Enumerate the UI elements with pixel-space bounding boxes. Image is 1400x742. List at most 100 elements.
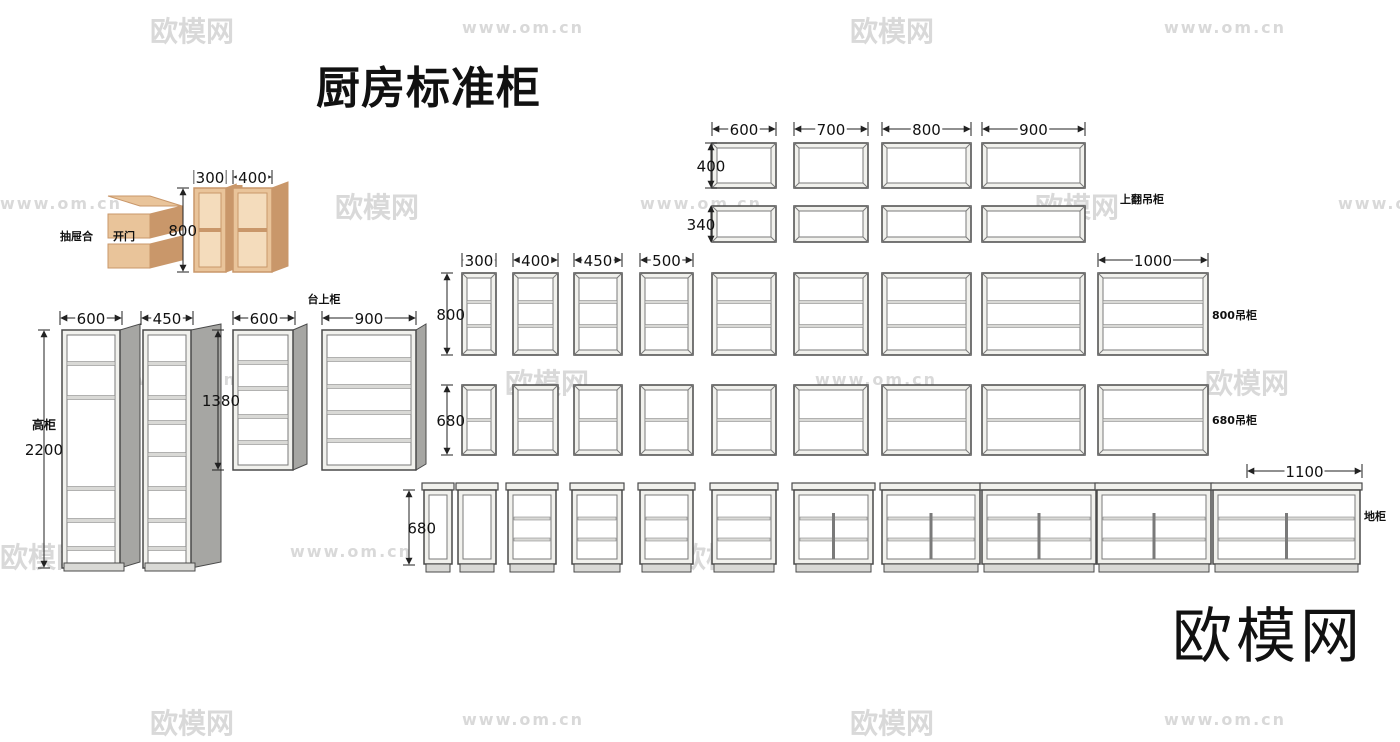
drawer-front [107, 213, 151, 239]
dimension-label: 1380 [202, 392, 240, 410]
cabinet-bevel [793, 384, 800, 391]
toe-kick [1098, 563, 1210, 573]
cabinet-shelf [513, 537, 551, 542]
cabinet-shelf [717, 516, 771, 521]
cabinet-bevel [881, 272, 888, 279]
cabinet-bevel [881, 182, 888, 189]
cabinet-shelf [237, 360, 289, 365]
cabinet-bevel [981, 384, 988, 391]
cabinet-shelf [466, 300, 492, 304]
cabinet-bevel [981, 182, 988, 189]
toe-kick [425, 563, 451, 573]
dimension-label: 500 [652, 252, 681, 270]
toe-kick [459, 563, 495, 573]
cabinet-shelf [577, 516, 617, 521]
cabinet-shelf [1039, 537, 1091, 542]
cabinet-bevel [981, 236, 988, 243]
cabinet-bevel [862, 384, 869, 391]
cabinet-bevel [461, 449, 468, 456]
cabinet-bevel [793, 142, 800, 149]
wood-shelf [199, 228, 221, 232]
cabinet-bevel [770, 142, 777, 149]
cabinet-bevel [965, 272, 972, 279]
toe-kick [573, 563, 621, 573]
cabinet-shelf [326, 384, 412, 389]
cabinet-bevel [1079, 142, 1086, 149]
dimension-label: 1000 [1134, 252, 1172, 270]
cabinet-bevel [1097, 349, 1104, 356]
cabinet-bevel [512, 384, 519, 391]
dimension-label-bg [519, 251, 552, 268]
counter-top-slab [421, 482, 455, 491]
cabinet-shelf [887, 516, 931, 521]
counter-top-slab [505, 482, 559, 491]
cabinet-shelf [326, 357, 412, 362]
cabinet-bevel [862, 142, 869, 149]
tall-cabinet-label: 高柜 [32, 417, 56, 432]
cabinet-bevel [881, 449, 888, 456]
cabinet-bevel [965, 142, 972, 149]
cabinet-shelf [645, 516, 688, 521]
drawer-front [107, 243, 151, 269]
cabinet-bevel [573, 272, 580, 279]
counter-top-slab [709, 482, 779, 491]
cabinet-shelf [931, 516, 975, 521]
cabinet-bevel [552, 272, 559, 279]
cabinet-shelf [237, 414, 289, 419]
dimension-label: 700 [817, 121, 846, 139]
cabinet-bevel [639, 349, 646, 356]
cabinet-shelf [799, 537, 833, 542]
cabinet-bevel [573, 449, 580, 456]
cabinet-shelf [645, 537, 688, 542]
cabinet-inner-panel [466, 277, 492, 351]
cabinet-bevel [711, 449, 718, 456]
cabinet-shelf [931, 537, 975, 542]
cabinet-shelf [147, 420, 187, 425]
cabinet-shelf [1102, 516, 1154, 521]
cabinet-shelf [147, 452, 187, 457]
cabinet-bevel [490, 384, 497, 391]
cabinet-inner-panel [716, 277, 772, 351]
dimension-label: 600 [730, 121, 759, 139]
row-label-flip-wall: 上翻吊柜 [1120, 192, 1164, 206]
cabinet-bevel [981, 272, 988, 279]
cabinet-bevel [1097, 449, 1104, 456]
cabinet-shelf [1287, 537, 1355, 542]
dimension-label-bg [728, 120, 760, 137]
counter-top-slab [1094, 482, 1214, 491]
cabinet-shelf [466, 324, 492, 328]
cabinet-bevel [490, 449, 497, 456]
cabinet-inner-panel [644, 277, 689, 351]
cabinet-bevel [770, 272, 777, 279]
cabinet-inner-panel [462, 494, 492, 560]
cabinet-inner-panel [428, 494, 448, 560]
cabinet-shelf [986, 300, 1081, 304]
cabinet-bevel [1079, 182, 1086, 189]
cabinet-inner-panel [66, 334, 116, 564]
cabinet-inner-panel [798, 147, 864, 184]
cabinet-bevel [770, 182, 777, 189]
cabinet-shelf [326, 438, 412, 443]
cabinet-bevel [881, 205, 888, 212]
counter-top-slab [1210, 482, 1363, 491]
watermark-logo: 欧模网 [335, 191, 420, 224]
row-label-wall-680: 680吊柜 [1212, 413, 1257, 427]
cabinet-bevel [981, 449, 988, 456]
dimension-label: 600 [250, 310, 279, 328]
cabinet-inner-panel [326, 334, 412, 466]
watermark-logo: 欧模网 [850, 15, 935, 48]
cabinet-bevel [512, 449, 519, 456]
dimension-label: 600 [77, 310, 106, 328]
drawer-side [149, 235, 183, 269]
cabinet-shelf [986, 324, 1081, 328]
cabinet-bevel [687, 272, 694, 279]
cabinet-shelf [886, 418, 967, 422]
cabinet-bevel [965, 349, 972, 356]
cabinet-shelf [513, 516, 551, 521]
cabinet-bevel [639, 449, 646, 456]
open-label: 开门 [113, 229, 135, 243]
dimension-label-bg [248, 309, 280, 326]
counter-top-slab [879, 482, 983, 491]
cabinet-shelf [1154, 537, 1206, 542]
